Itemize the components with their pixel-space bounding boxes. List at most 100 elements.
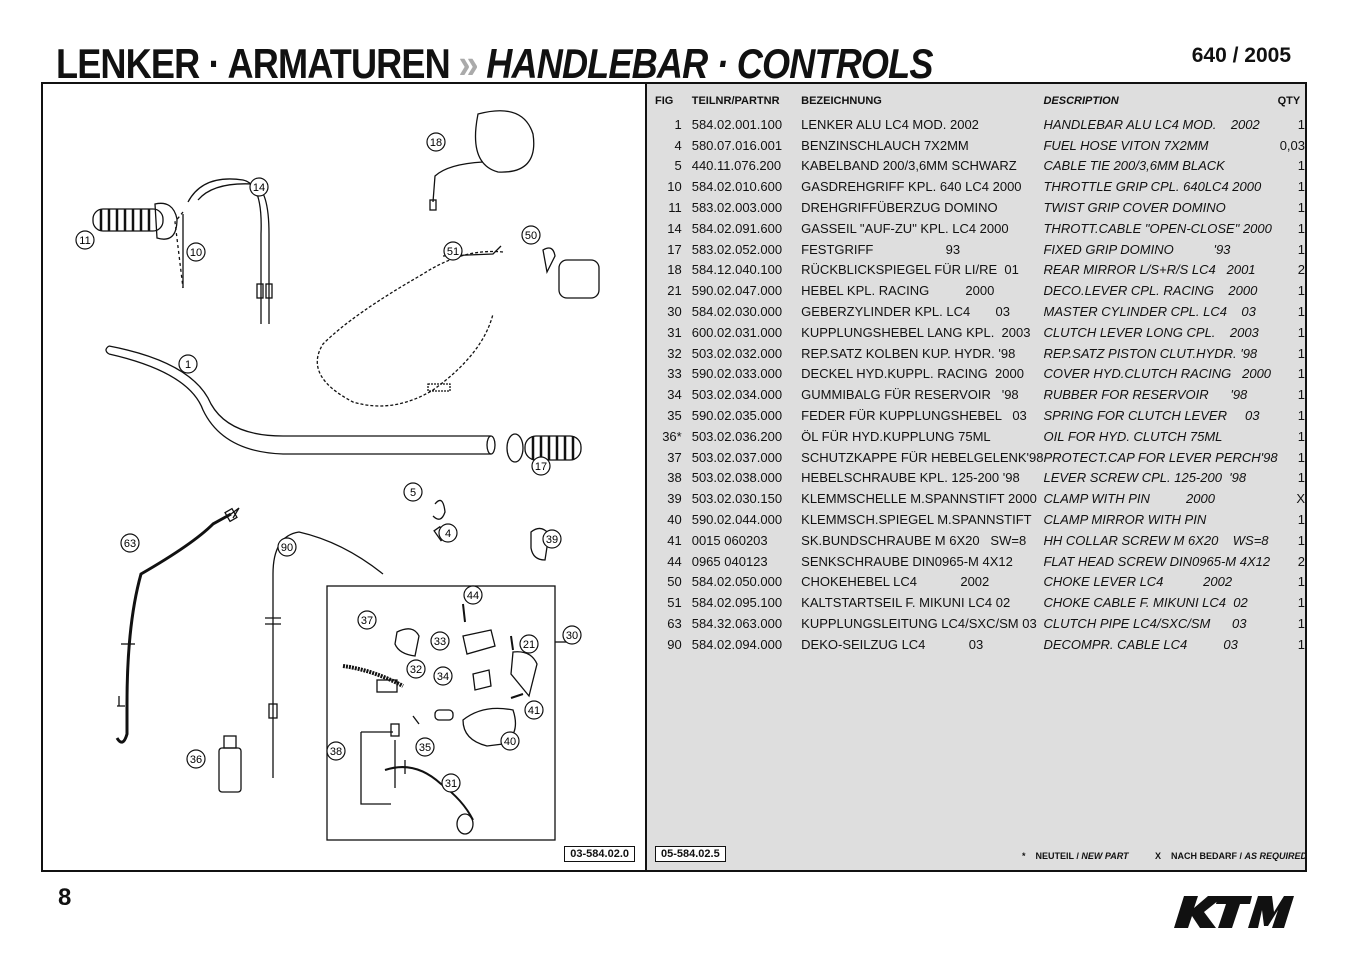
cell-part: 584.32.063.000 (691, 616, 783, 632)
cell-qty: 2 (1297, 553, 1305, 569)
cell-part: 590.02.047.000 (691, 283, 783, 299)
cell-bez: GASSEIL "AUF-ZU" KPL. LC4 2000 (801, 220, 1009, 236)
cell-fig: 11 (668, 200, 682, 216)
footnote-new-symbol: * (1022, 851, 1026, 861)
cell-bez: SCHUTZKAPPE FÜR HEBELGELENK'98 (801, 449, 1044, 465)
callout-18: 18 (426, 132, 446, 152)
callout-33: 33 (430, 631, 450, 651)
footnote-req-en: AS REQUIRED (1244, 851, 1308, 861)
callout-38: 38 (326, 741, 346, 761)
cell-fig: 14 (667, 220, 682, 236)
cell-fig: 40 (667, 512, 682, 528)
callout-40: 40 (500, 731, 520, 751)
cell-fig: 63 (667, 616, 682, 632)
cell-fig: 36* (662, 428, 682, 444)
cell-desc: HANDLEBAR ALU LC4 MOD. 2002 (1043, 116, 1260, 132)
decompression-cable-drawing (265, 531, 384, 778)
title-german: LENKER · ARMATUREN (56, 40, 451, 87)
cell-part: 584.02.094.000 (691, 636, 783, 652)
callout-51: 51 (443, 241, 463, 261)
callout-50: 50 (521, 225, 541, 245)
callout-circle (326, 741, 346, 761)
footnote-new-part: * NEUTEIL / NEW PART (1022, 851, 1129, 861)
cell-fig: 1 (674, 116, 682, 132)
cell-bez: GASDREHGRIFF KPL. 640 LC4 2000 (801, 179, 1022, 195)
cell-desc: TWIST GRIP COVER DOMINO (1043, 200, 1226, 216)
callout-14: 14 (249, 177, 269, 197)
cell-part: 584.02.050.000 (691, 574, 783, 590)
callout-number: 38 (330, 746, 342, 758)
callout-circle (433, 666, 453, 686)
callout-number: 35 (419, 742, 431, 754)
cell-desc: CLAMP WITH PIN 2000 (1043, 491, 1215, 507)
cell-part: 503.02.038.000 (691, 470, 783, 486)
cell-bez: HEBELSCHRAUBE KPL. 125-200 '98 (801, 470, 1020, 486)
ktm-logo-mark (1174, 896, 1294, 928)
callout-number: 18 (430, 137, 442, 149)
ktm-logo (1174, 892, 1294, 937)
cell-qty: 1 (1297, 595, 1305, 611)
callout-number: 63 (124, 538, 136, 550)
callout-number: 10 (190, 247, 202, 259)
cell-fig: 18 (667, 262, 682, 278)
cell-qty: X (1296, 491, 1305, 507)
cell-desc: SPRING FOR CLUTCH LEVER 03 (1043, 408, 1260, 424)
cell-fig: 35 (667, 408, 682, 424)
cell-part: 440.11.076.200 (691, 158, 782, 174)
callout-circle (542, 529, 562, 549)
callout-17: 17 (531, 456, 551, 476)
cell-bez: SENKSCHRAUBE DIN0965-M 4X12 (801, 553, 1013, 569)
cell-desc: RUBBER FOR RESERVOIR '98 (1043, 387, 1248, 403)
cell-part: 590.02.044.000 (691, 512, 783, 528)
callout-number: 32 (410, 664, 422, 676)
clutch-pipe-drawing (115, 507, 240, 744)
cell-qty: 1 (1297, 324, 1305, 340)
callout-circle (500, 731, 520, 751)
callout-circle (524, 700, 544, 720)
callout-number: 39 (546, 534, 558, 546)
title-english: HANDLEBAR · CONTROLS (486, 40, 933, 87)
cell-qty: 1 (1297, 616, 1305, 632)
callout-circle (521, 225, 541, 245)
cell-desc: CLUTCH LEVER LONG CPL. 2003 (1043, 324, 1259, 340)
throttle-grip-drawing (92, 202, 184, 289)
callout-circle (120, 533, 140, 553)
callout-circle (562, 625, 582, 645)
callout-number: 44 (467, 590, 479, 602)
cell-part: 0965 040123 (691, 553, 768, 569)
cell-desc: THROTT.CABLE "OPEN-CLOSE" 2000 (1043, 220, 1272, 236)
cell-bez: ÖL FÜR HYD.KUPPLUNG 75ML (801, 428, 991, 444)
cell-part: 584.12.040.100 (691, 262, 783, 278)
callout-number: 37 (361, 615, 373, 627)
cell-part: 584.02.091.600 (691, 220, 783, 236)
cell-qty: 1 (1297, 200, 1305, 216)
cell-bez: KLEMMSCH.SPIEGEL M.SPANNSTIFT (801, 512, 1032, 528)
callout-number: 5 (410, 487, 416, 499)
cell-part: 583.02.052.000 (691, 241, 783, 257)
cell-bez: KLEMMSCHELLE M.SPANNSTIFT 2000 (801, 491, 1037, 507)
callout-number: 41 (528, 705, 540, 717)
callout-35: 35 (415, 737, 435, 757)
callout-number: 90 (281, 542, 293, 554)
footnote-req-symbol: X (1155, 851, 1162, 861)
cell-part: 503.02.037.000 (691, 449, 783, 465)
cell-bez: DECKEL HYD.KUPPL. RACING 2000 (801, 366, 1024, 382)
footnote-new-de: NEUTEIL / (1035, 851, 1079, 861)
model-year: 640 / 2005 (1191, 44, 1291, 67)
footnote-new-en: NEW PART (1081, 851, 1129, 861)
callout-34: 34 (433, 666, 453, 686)
callout-90: 90 (277, 537, 297, 557)
cell-desc: CHOKE LEVER LC4 2002 (1043, 574, 1233, 590)
